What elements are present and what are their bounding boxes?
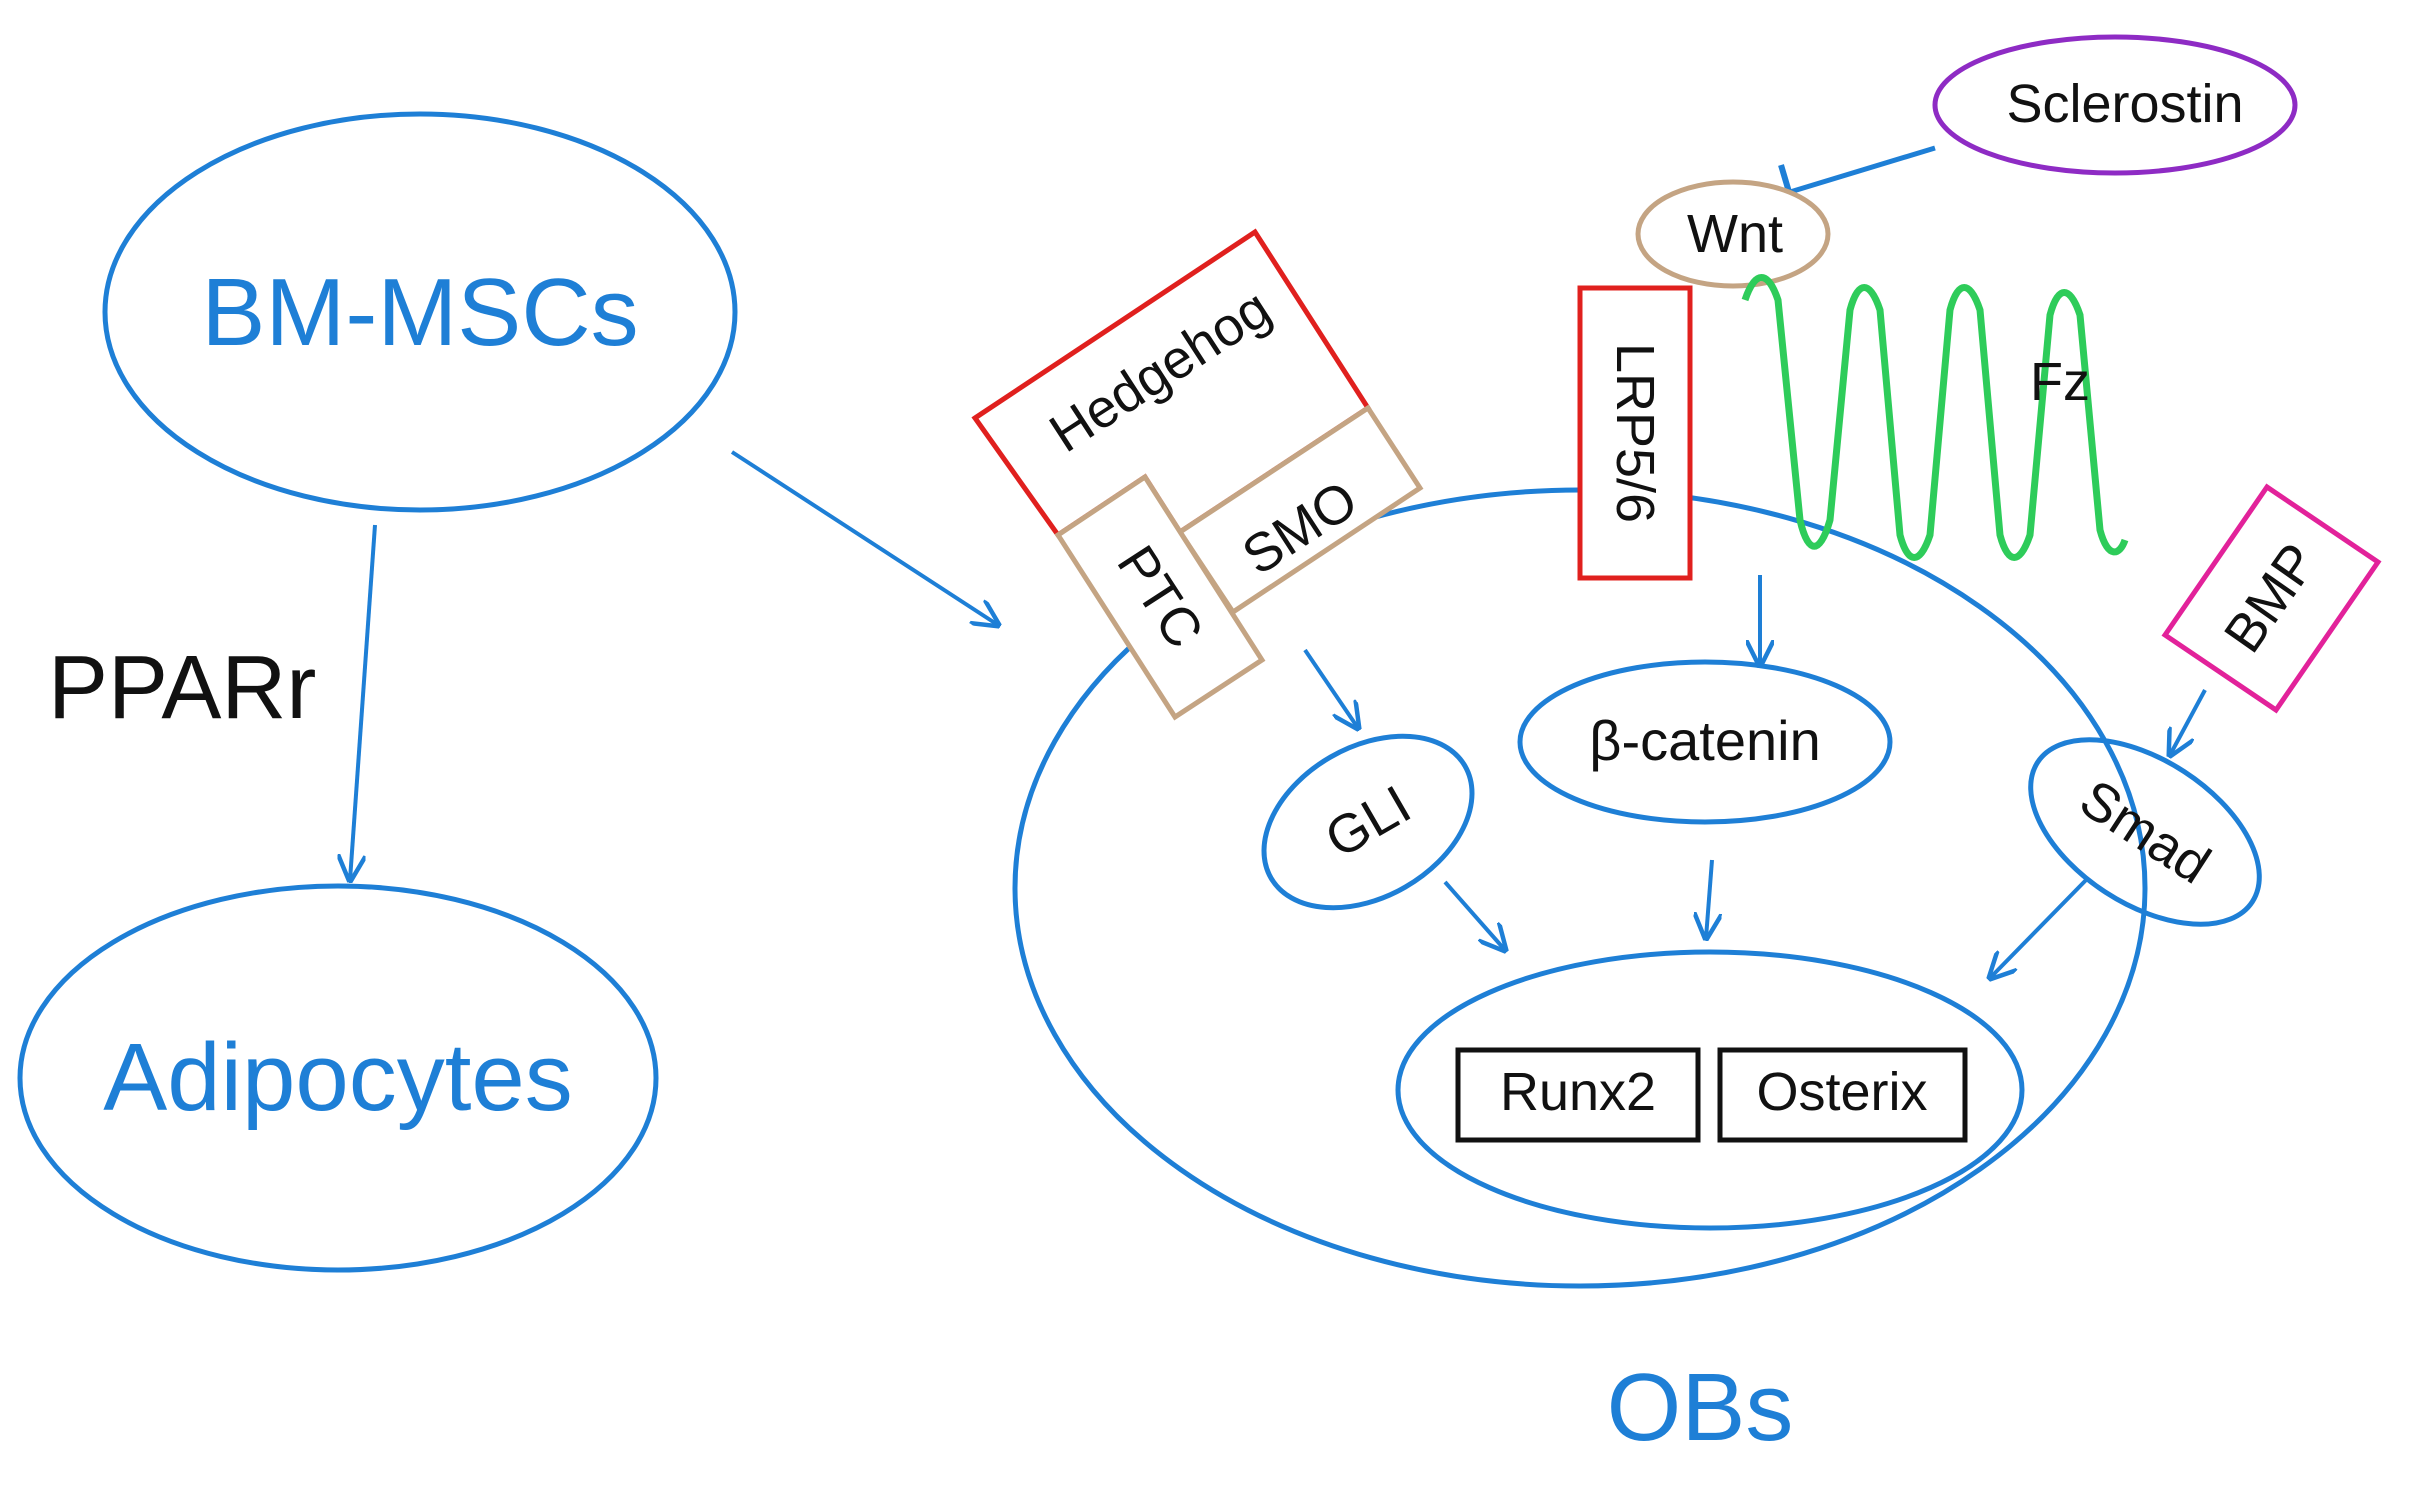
osterix-box [1717,1047,1968,1143]
catenin-to-nucleus-arrow [1706,859,1712,938]
sclerostin-inhibition-line [1789,145,1936,195]
bm-mscs-node [102,111,738,513]
nucleus [1395,949,2025,1231]
osterix-label: Osterix [1756,1062,1927,1122]
bmp-ligand [2161,483,2382,714]
msc-to-adipocyte-arrow [350,524,377,880]
ptc-receptor [1054,473,1266,721]
runx2-label: Runx2 [1500,1062,1656,1122]
sclerostin-label: Sclerostin [2006,74,2243,134]
adipocytes-node [17,883,659,1273]
beta-catenin-label: β-catenin [1589,709,1820,772]
smad-node [2028,737,2262,927]
frizzled-receptor [1741,274,2129,561]
smad-to-nucleus-arrow [1990,876,2090,978]
gli-label: GLI [1315,774,1420,869]
fz-label: Fz [2030,352,2090,412]
adipocytes-label: Adipocytes [103,1024,573,1131]
lrp56-label: LRP5/6 [1605,343,1665,523]
wnt-node [1635,179,1831,289]
runx2-box [1455,1047,1701,1143]
gli-node [1261,733,1475,911]
gli-to-nucleus-arrow [1443,880,1505,950]
bmp-to-smad-arrow [2170,689,2207,755]
pparr-label: PPARr [48,638,316,738]
bm-mscs-label: BM-MSCs [201,259,638,366]
ptc-to-gli-arrow [1303,648,1358,728]
sclerostin-node [1932,34,2298,176]
beta-catenin-node [1517,659,1893,825]
wnt-label: Wnt [1687,204,1783,264]
obs-label: OBs [1607,1354,1794,1461]
msc-to-ob-arrow [730,450,998,625]
lrp56-receptor [1577,285,1693,581]
